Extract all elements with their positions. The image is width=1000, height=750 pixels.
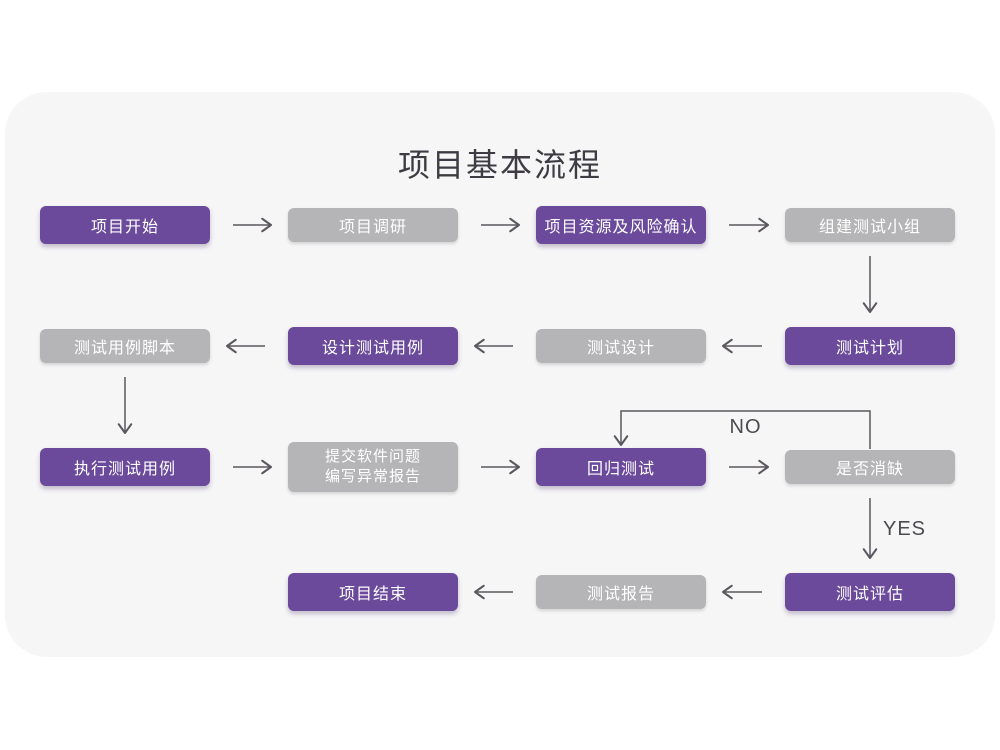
node-label: 设计测试用例: [321, 340, 424, 357]
node-defect-cleared: 是否消缺: [785, 450, 955, 484]
node-label: 项目结束: [338, 586, 407, 603]
node-label: 执行测试用例: [73, 461, 176, 478]
node-label: 项目开始: [90, 219, 159, 236]
node-project-start: 项目开始: [40, 206, 210, 244]
flowchart-card: [5, 92, 995, 657]
arrow-defect-cleared-to-regression-test: [613, 410, 871, 449]
node-label: 项目调研: [338, 219, 407, 236]
node-label: 是否消缺: [835, 461, 904, 478]
node-project-research: 项目调研: [288, 208, 458, 242]
edge-label-no: NO: [730, 416, 762, 438]
node-build-test-team: 组建测试小组: [785, 208, 955, 242]
node-project-resources-risk: 项目资源及风险确认: [536, 206, 706, 244]
node-label: 测试设计: [586, 340, 655, 357]
node-test-case-script: 测试用例脚本: [40, 329, 210, 363]
node-label: 提交软件问题: [324, 448, 421, 465]
node-label: 回归测试: [586, 461, 655, 478]
node-label: 项目资源及风险确认: [544, 219, 698, 236]
node-test-design: 测试设计: [536, 329, 706, 363]
node-project-end: 项目结束: [288, 573, 458, 611]
node-label: 测试用例脚本: [73, 340, 176, 357]
node-test-plan: 测试计划: [785, 327, 955, 365]
node-test-report: 测试报告: [536, 575, 706, 609]
node-label: 测试计划: [835, 340, 904, 357]
node-label: 测试评估: [835, 586, 904, 603]
node-test-evaluation: 测试评估: [785, 573, 955, 611]
node-design-test-cases: 设计测试用例: [288, 327, 458, 365]
node-submit-issues: 提交软件问题编写异常报告: [288, 442, 458, 492]
node-label: 测试报告: [586, 586, 655, 603]
node-label: 组建测试小组: [818, 219, 921, 236]
node-label-line2: 编写异常报告: [324, 468, 421, 485]
page-title: 项目基本流程: [397, 147, 602, 183]
node-regression-test: 回归测试: [536, 448, 706, 486]
edge-label-yes: YES: [883, 518, 926, 540]
node-execute-test-cases: 执行测试用例: [40, 448, 210, 486]
